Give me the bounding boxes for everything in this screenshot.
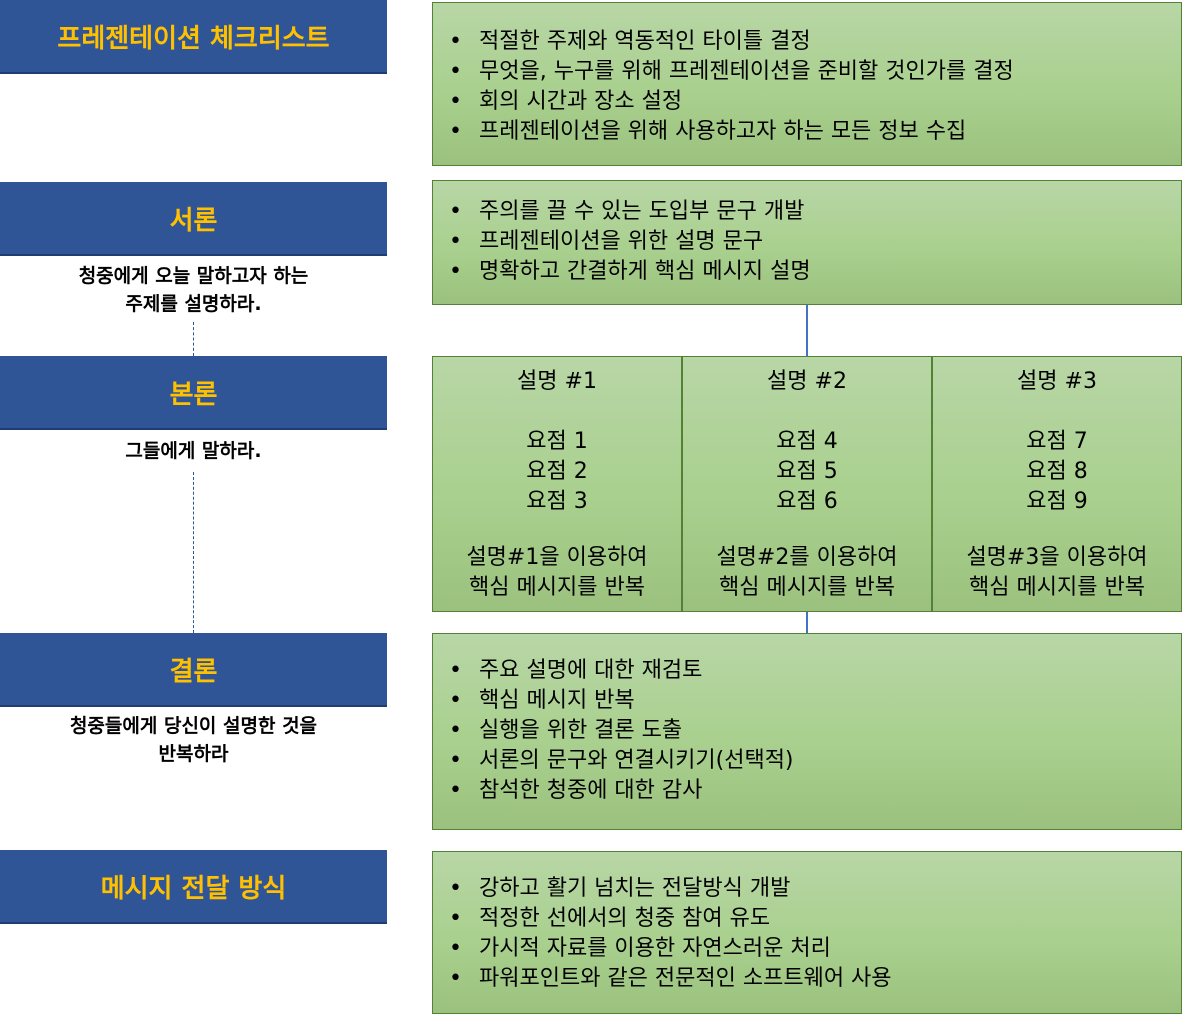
intro-item: 프레젠테이션을 위한 설명 문구 (433, 227, 1181, 257)
checklist-item: 회의 시간과 장소 설정 (433, 87, 1181, 117)
delivery-box: 강하고 활기 넘치는 전달방식 개발 적정한 선에서의 청중 참여 유도 가시적… (432, 851, 1182, 1014)
delivery-list: 강하고 활기 넘치는 전달방식 개발 적정한 선에서의 청중 참여 유도 가시적… (433, 852, 1181, 994)
point: 요점 5 (776, 459, 838, 484)
point: 요점 6 (776, 489, 838, 514)
explanation-title: 설명 #1 (517, 369, 597, 394)
header-conclusion: 결론 (0, 633, 387, 707)
checklist-item: 무엇을, 누구를 위해 프레젠테이션을 준비할 것인가를 결정 (433, 57, 1181, 87)
conclusion-item: 서론의 문구와 연결시키기(선택적) (433, 746, 1181, 776)
explanation-points: 요점 1 요점 2 요점 3 (433, 427, 681, 517)
intro-list: 주의를 끌 수 있는 도입부 문구 개발 프레젠테이션을 위한 설명 문구 명확… (433, 181, 1181, 287)
header-delivery: 메시지 전달 방식 (0, 850, 387, 924)
header-delivery-label: 메시지 전달 방식 (100, 873, 287, 904)
header-conclusion-label: 결론 (169, 656, 218, 687)
repeat-line1: 설명#2를 이용하여 (716, 545, 898, 570)
caption-conclusion-line1: 청중들에게 당신이 설명한 것을 (69, 715, 318, 737)
point: 요점 9 (1026, 489, 1088, 514)
conclusion-list: 주요 설명에 대한 재검토 핵심 메시지 반복 실행을 위한 결론 도출 서론의… (433, 634, 1181, 806)
explanation-points: 요점 4 요점 5 요점 6 (683, 427, 931, 517)
repeat-line1: 설명#3을 이용하여 (966, 545, 1148, 570)
repeat-line2: 핵심 메시지를 반복 (719, 575, 895, 600)
repeat-line2: 핵심 메시지를 반복 (969, 575, 1145, 600)
intro-item: 주의를 끌 수 있는 도입부 문구 개발 (433, 197, 1181, 227)
conclusion-item: 참석한 청중에 대한 감사 (433, 776, 1181, 806)
repeat-line1: 설명#1을 이용하여 (466, 545, 648, 570)
point: 요점 8 (1026, 459, 1088, 484)
repeat-line2: 핵심 메시지를 반복 (469, 575, 645, 600)
caption-intro-line2: 주제를 설명하라. (125, 293, 262, 315)
point: 요점 4 (776, 429, 838, 454)
header-checklist: 프레젠테이션 체크리스트 (0, 0, 387, 74)
explanation-repeat: 설명#1을 이용하여 핵심 메시지를 반복 (433, 543, 681, 603)
header-intro: 서론 (0, 182, 387, 256)
intro-item: 명확하고 간결하게 핵심 메시지 설명 (433, 257, 1181, 287)
checklist-list: 적절한 주제와 역동적인 타이틀 결정 무엇을, 누구를 위해 프레젠테이션을 … (433, 3, 1181, 147)
caption-body: 그들에게 말하라. (0, 437, 387, 465)
delivery-item: 강하고 활기 넘치는 전달방식 개발 (433, 874, 1181, 904)
delivery-item: 가시적 자료를 이용한 자연스러운 처리 (433, 934, 1181, 964)
dashed-connector-body-conclusion (193, 472, 194, 633)
conclusion-box: 주요 설명에 대한 재검토 핵심 메시지 반복 실행을 위한 결론 도출 서론의… (432, 633, 1182, 830)
conclusion-item: 주요 설명에 대한 재검토 (433, 656, 1181, 686)
point: 요점 1 (526, 429, 588, 454)
explanation-repeat: 설명#2를 이용하여 핵심 메시지를 반복 (683, 543, 931, 603)
point: 요점 3 (526, 489, 588, 514)
explanation-repeat: 설명#3을 이용하여 핵심 메시지를 반복 (933, 543, 1181, 603)
header-body-label: 본론 (169, 379, 218, 410)
caption-body-line1: 그들에게 말하라. (125, 440, 262, 462)
header-intro-label: 서론 (169, 205, 218, 236)
caption-conclusion: 청중들에게 당신이 설명한 것을 반복하라 (0, 712, 387, 768)
connector-body-conclusion (806, 612, 808, 633)
caption-intro-line1: 청중에게 오늘 말하고자 하는 (78, 265, 309, 287)
header-body: 본론 (0, 356, 387, 430)
explanation-column-1: 설명 #1 요점 1 요점 2 요점 3 설명#1을 이용하여 핵심 메시지를 … (432, 356, 682, 612)
header-checklist-label: 프레젠테이션 체크리스트 (57, 23, 330, 54)
delivery-item: 적정한 선에서의 청중 참여 유도 (433, 904, 1181, 934)
checklist-item: 적절한 주제와 역동적인 타이틀 결정 (433, 27, 1181, 57)
caption-conclusion-line2: 반복하라 (158, 743, 229, 765)
point: 요점 2 (526, 459, 588, 484)
explanation-title: 설명 #2 (767, 369, 847, 394)
caption-intro: 청중에게 오늘 말하고자 하는 주제를 설명하라. (0, 262, 387, 318)
delivery-item: 파워포인트와 같은 전문적인 소프트웨어 사용 (433, 964, 1181, 994)
conclusion-item: 실행을 위한 결론 도출 (433, 716, 1181, 746)
checklist-box: 적절한 주제와 역동적인 타이틀 결정 무엇을, 누구를 위해 프레젠테이션을 … (432, 2, 1182, 166)
point: 요점 7 (1026, 429, 1088, 454)
connector-intro-body (806, 305, 808, 356)
checklist-item: 프레젠테이션을 위해 사용하고자 하는 모든 정보 수집 (433, 117, 1181, 147)
intro-box: 주의를 끌 수 있는 도입부 문구 개발 프레젠테이션을 위한 설명 문구 명확… (432, 180, 1182, 305)
explanation-column-2: 설명 #2 요점 4 요점 5 요점 6 설명#2를 이용하여 핵심 메시지를 … (682, 356, 932, 612)
dashed-connector-intro-body (193, 322, 194, 356)
conclusion-item: 핵심 메시지 반복 (433, 686, 1181, 716)
explanation-points: 요점 7 요점 8 요점 9 (933, 427, 1181, 517)
explanation-column-3: 설명 #3 요점 7 요점 8 요점 9 설명#3을 이용하여 핵심 메시지를 … (932, 356, 1182, 612)
explanation-title: 설명 #3 (1017, 369, 1097, 394)
